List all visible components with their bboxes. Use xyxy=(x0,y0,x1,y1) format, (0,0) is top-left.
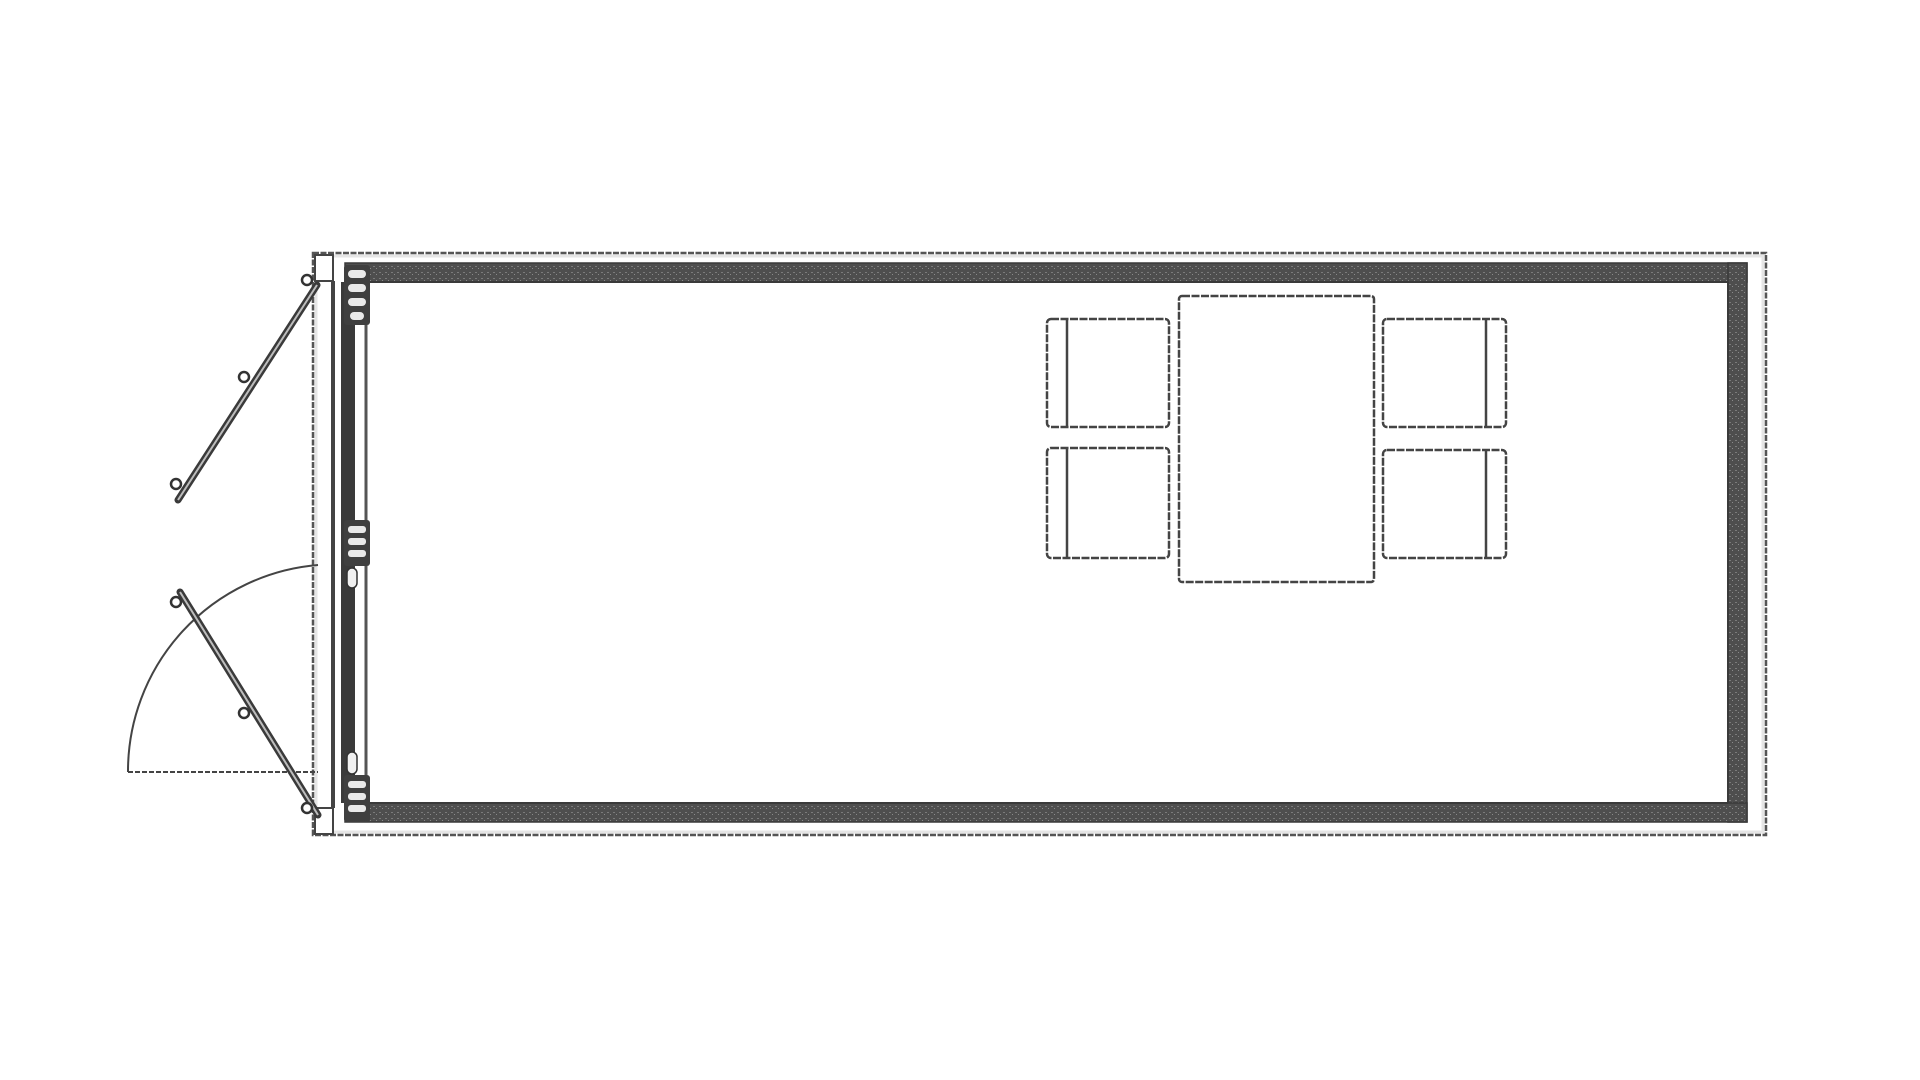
chair-bottom-left xyxy=(1045,446,1171,560)
door-frame-left-wall xyxy=(314,254,370,835)
door-swing-arc xyxy=(126,564,319,773)
chair-top-right xyxy=(1381,317,1508,429)
chair-bottom-right xyxy=(1381,448,1508,560)
hinge-bottom xyxy=(344,751,370,822)
room-outer-wall xyxy=(311,251,1768,837)
dining-table xyxy=(1177,294,1376,584)
hinge-top xyxy=(344,265,370,325)
chair-top-left xyxy=(1045,317,1171,429)
upper-door-leaf xyxy=(169,273,321,504)
lower-door-leaf xyxy=(169,588,322,819)
hinge-middle xyxy=(344,520,370,589)
